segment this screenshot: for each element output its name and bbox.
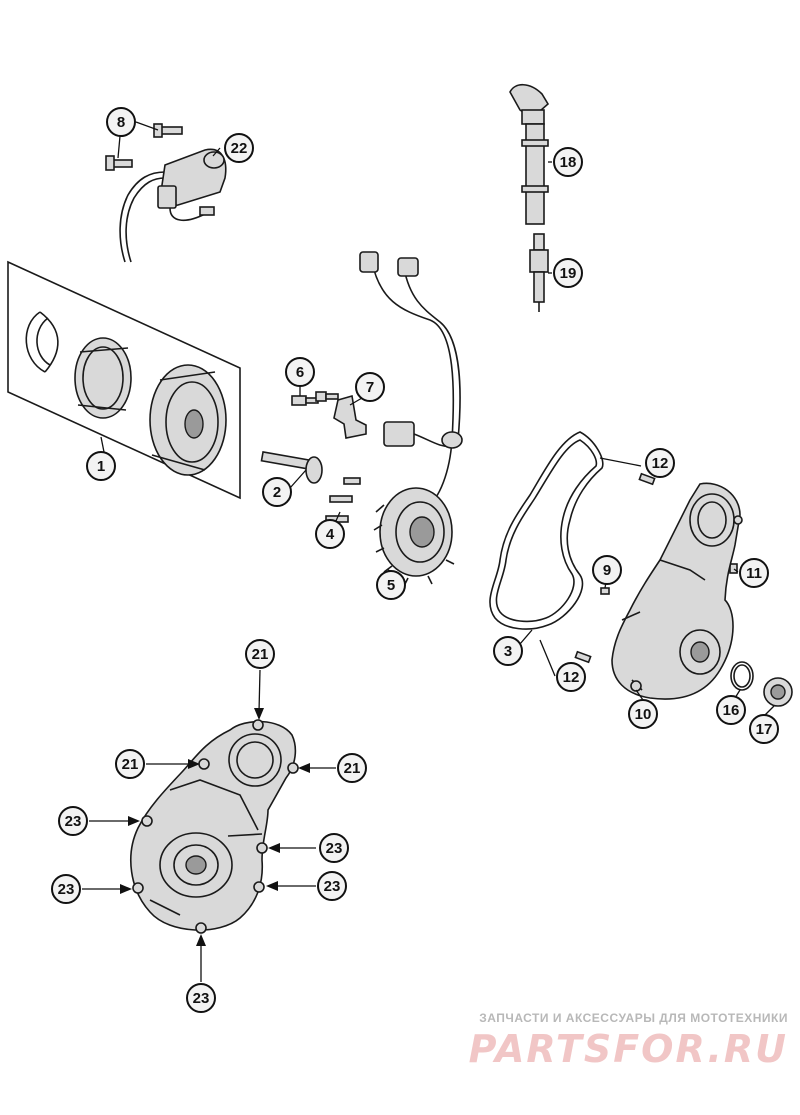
callout-12-upper: 12 (645, 448, 675, 478)
svg-text:19: 19 (560, 265, 577, 282)
svg-text:17: 17 (756, 721, 773, 738)
part-cable-clamp (333, 394, 367, 439)
svg-text:16: 16 (723, 702, 740, 719)
svg-text:21: 21 (344, 760, 361, 777)
watermark-brand: PARTSFOR.RU (468, 1027, 788, 1071)
callout-21-top: 21 (245, 639, 275, 669)
svg-text:22: 22 (231, 140, 248, 157)
svg-text:23: 23 (58, 881, 75, 898)
watermark-tagline: ЗАПЧАСТИ И АКСЕССУАРЫ ДЛЯ МОТОТЕХНИКИ (479, 1011, 788, 1025)
part-stator-bolts (325, 477, 361, 523)
svg-text:11: 11 (746, 565, 762, 582)
svg-text:3: 3 (504, 643, 512, 660)
callout-5: 5 (376, 570, 406, 600)
svg-text:7: 7 (366, 379, 374, 396)
part-dowel-pins (574, 472, 656, 664)
callout-3: 3 (493, 636, 523, 666)
svg-text:12: 12 (563, 669, 580, 686)
callout-21-right: 21 (337, 753, 367, 783)
part-coil-bolts (105, 123, 183, 171)
svg-text:10: 10 (635, 706, 652, 723)
callout-23-bottom: 23 (186, 983, 216, 1013)
callout-23-lower-left: 23 (51, 874, 81, 904)
part-spark-plug (529, 233, 549, 312)
watermark: ЗАПЧАСТИ И АКСЕССУАРЫ ДЛЯ МОТОТЕХНИКИ PA… (469, 1011, 788, 1071)
part-cover-gasket (489, 431, 604, 630)
svg-text:2: 2 (273, 484, 281, 501)
callout-12-lower: 12 (556, 662, 586, 692)
part-stator (359, 251, 463, 587)
part-generator-cover (611, 482, 743, 700)
arrow-lines (82, 669, 336, 982)
svg-text:23: 23 (326, 840, 343, 857)
callout-2: 2 (262, 477, 292, 507)
svg-text:12: 12 (652, 455, 669, 472)
svg-text:1: 1 (97, 458, 105, 475)
callout-18: 18 (553, 147, 583, 177)
svg-text:21: 21 (122, 756, 139, 773)
callout-23-upper-right: 23 (319, 833, 349, 863)
part-rotor-set (7, 260, 241, 500)
svg-text:23: 23 (65, 813, 82, 830)
svg-text:5: 5 (387, 577, 395, 594)
callout-19: 19 (553, 258, 583, 288)
callout-22: 22 (224, 133, 254, 163)
part-spark-plug-cap (509, 83, 550, 225)
callout-7: 7 (355, 372, 385, 402)
part-flywheel-bolt (260, 450, 323, 484)
part-ignition-coil (119, 148, 227, 263)
svg-text:9: 9 (603, 562, 611, 579)
callout-11: 11 (739, 558, 769, 588)
svg-text:23: 23 (193, 990, 210, 1007)
svg-text:4: 4 (326, 526, 335, 543)
part-bolts-6 (291, 391, 339, 406)
svg-text:21: 21 (252, 646, 269, 663)
svg-text:6: 6 (296, 364, 304, 381)
callout-4: 4 (315, 519, 345, 549)
callout-1: 1 (86, 451, 116, 481)
part-cover-plug (763, 677, 793, 707)
callout-23-upper-left: 23 (58, 806, 88, 836)
callout-16: 16 (716, 695, 746, 725)
svg-text:18: 18 (560, 154, 577, 171)
callout-8: 8 (106, 107, 136, 137)
svg-text:8: 8 (117, 114, 125, 131)
callout-9: 9 (592, 555, 622, 585)
svg-text:23: 23 (324, 878, 341, 895)
callout-6: 6 (285, 357, 315, 387)
callout-10: 10 (628, 699, 658, 729)
callout-17: 17 (749, 714, 779, 744)
callout-21-left: 21 (115, 749, 145, 779)
part-generator-cover-front (130, 719, 299, 934)
part-o-ring (730, 661, 754, 691)
callout-23-lower-right: 23 (317, 871, 347, 901)
